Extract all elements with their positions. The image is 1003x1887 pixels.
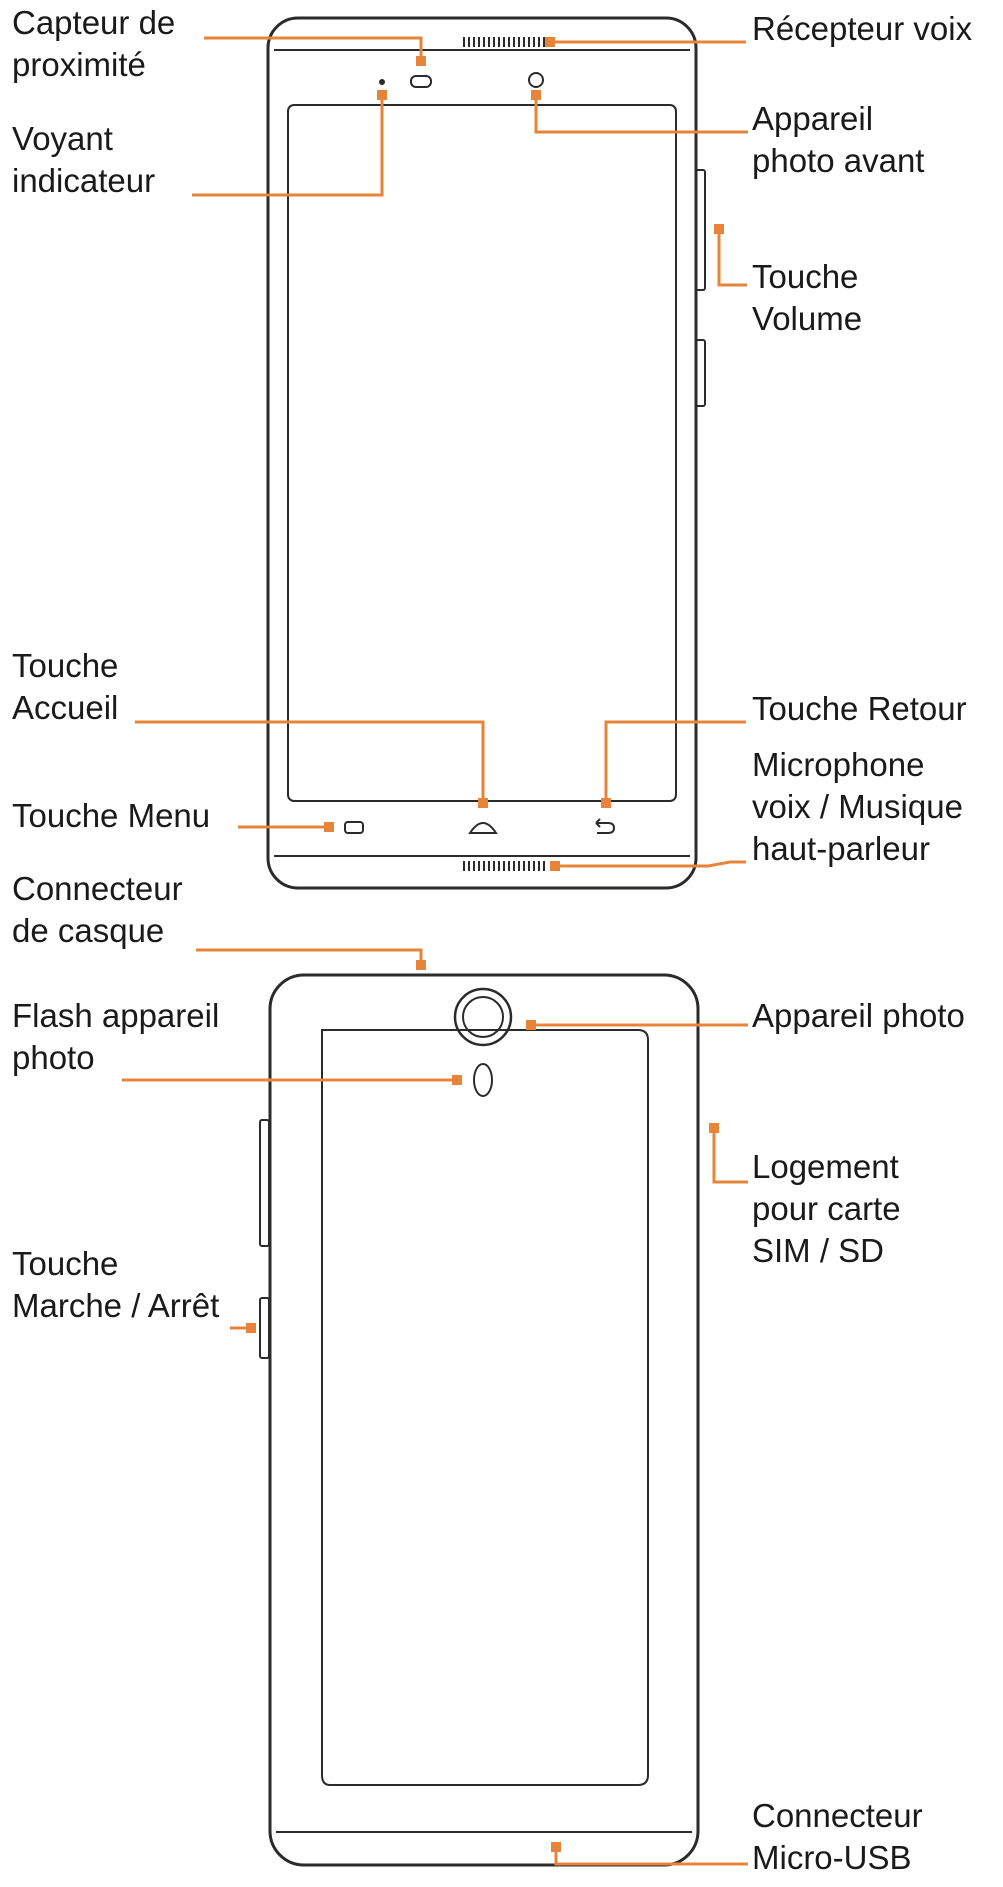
label-voice-receiver: Récepteur voix bbox=[752, 8, 972, 50]
marker-power-key bbox=[246, 1323, 256, 1333]
back-volume-rocker-shape bbox=[259, 1119, 270, 1247]
front-phone-body bbox=[266, 16, 698, 890]
voice-receiver-grille bbox=[463, 37, 545, 47]
label-rear-camera: Appareil photo bbox=[752, 995, 965, 1037]
label-front-camera-line-1: Appareil bbox=[752, 100, 874, 137]
front-screen bbox=[287, 104, 677, 802]
label-sim-sd-slot-line-2: pour carte bbox=[752, 1190, 901, 1227]
leader-microphone-speaker bbox=[556, 860, 746, 868]
label-menu-key: Touche Menu bbox=[12, 795, 210, 837]
label-indicator-light-line-2: indicateur bbox=[12, 162, 156, 199]
label-headset-jack-line-2: de casque bbox=[12, 912, 165, 949]
leader-sim-sd-slot bbox=[712, 1128, 748, 1184]
marker-volume-key bbox=[714, 224, 724, 234]
label-sim-sd-slot-line-1: Logement bbox=[752, 1148, 899, 1185]
front-side-button-shape bbox=[695, 339, 706, 407]
marker-rear-camera bbox=[526, 1020, 536, 1030]
label-indicator-light-line-1: Voyant bbox=[12, 120, 113, 157]
proximity-sensor-shape bbox=[410, 75, 432, 88]
marker-menu-key bbox=[324, 822, 334, 832]
indicator-light-shape bbox=[379, 79, 385, 85]
label-back-key: Touche Retour bbox=[752, 688, 967, 730]
label-microphone-speaker-line-3: haut-parleur bbox=[752, 830, 930, 867]
label-sim-sd-slot-line-3: SIM / SD bbox=[752, 1232, 885, 1269]
bottom-speaker-grille bbox=[463, 861, 545, 871]
marker-headset-jack bbox=[416, 960, 426, 970]
leader-indicator-light bbox=[192, 97, 384, 197]
label-indicator-light: Voyant indicateur bbox=[12, 118, 155, 202]
label-headset-jack: Connecteur de casque bbox=[12, 868, 183, 952]
marker-front-camera bbox=[531, 90, 541, 100]
back-view bbox=[259, 973, 700, 1867]
label-power-key-line-1: Touche bbox=[12, 1245, 119, 1282]
leader-headset-jack bbox=[196, 948, 423, 964]
label-back-key-line-1: Touche Retour bbox=[752, 690, 967, 727]
leader-markers bbox=[246, 37, 724, 1852]
label-headset-jack-line-1: Connecteur bbox=[12, 870, 183, 907]
back-key-icon bbox=[595, 818, 616, 834]
label-micro-usb-line-1: Connecteur bbox=[752, 1797, 923, 1834]
front-camera-shape bbox=[528, 72, 544, 88]
label-home-key-line-2: Accueil bbox=[12, 689, 119, 726]
label-camera-flash-line-2: photo bbox=[12, 1039, 95, 1076]
rear-camera-inner-shape bbox=[462, 996, 504, 1038]
back-phone-body bbox=[268, 973, 700, 1867]
label-front-camera-line-2: photo avant bbox=[752, 142, 925, 179]
leader-front-camera bbox=[534, 95, 748, 134]
label-camera-flash-line-1: Flash appareil bbox=[12, 997, 220, 1034]
label-micro-usb-line-2: Micro-USB bbox=[752, 1839, 912, 1876]
label-microphone-speaker: Microphone voix / Musique haut-parleur bbox=[752, 744, 963, 870]
label-volume-key-line-1: Touche bbox=[752, 258, 859, 295]
back-power-button-shape bbox=[259, 1297, 270, 1359]
marker-sim-sd-slot bbox=[709, 1123, 719, 1133]
leader-volume-key bbox=[717, 230, 747, 287]
label-volume-key-line-2: Volume bbox=[752, 300, 863, 337]
front-view bbox=[266, 16, 706, 890]
label-menu-key-line-1: Touche Menu bbox=[12, 797, 211, 834]
label-proximity-sensor-line-2: proximité bbox=[12, 46, 146, 83]
home-key-icon bbox=[468, 822, 498, 834]
label-front-camera: Appareil photo avant bbox=[752, 98, 924, 182]
marker-proximity-sensor bbox=[416, 56, 426, 66]
label-microphone-speaker-line-1: Microphone bbox=[752, 746, 925, 783]
back-panel bbox=[321, 1029, 649, 1786]
leader-home-key bbox=[135, 720, 485, 802]
label-camera-flash: Flash appareil photo bbox=[12, 995, 219, 1079]
label-rear-camera-line-1: Appareil photo bbox=[752, 997, 965, 1034]
leader-back-key bbox=[604, 720, 746, 802]
marker-micro-usb bbox=[551, 1842, 561, 1852]
label-microphone-speaker-line-2: voix / Musique bbox=[752, 788, 963, 825]
rear-camera-outer-shape bbox=[453, 987, 513, 1047]
leader-micro-usb bbox=[554, 1848, 748, 1866]
menu-key-icon bbox=[344, 821, 364, 834]
marker-back-key bbox=[601, 798, 611, 808]
leader-proximity-sensor bbox=[204, 36, 423, 60]
label-proximity-sensor-line-1: Capteur de bbox=[12, 4, 176, 41]
leader-lines bbox=[122, 36, 748, 1866]
marker-home-key bbox=[478, 798, 488, 808]
marker-voice-receiver bbox=[545, 37, 555, 47]
label-power-key-line-2: Marche / Arrêt bbox=[12, 1287, 220, 1324]
front-volume-rocker-shape bbox=[695, 169, 706, 291]
label-home-key-line-1: Touche bbox=[12, 647, 119, 684]
label-voice-receiver-line-1: Récepteur voix bbox=[752, 10, 973, 47]
marker-microphone-speaker bbox=[550, 861, 560, 871]
camera-flash-shape bbox=[473, 1063, 493, 1097]
marker-indicator-light bbox=[377, 90, 387, 100]
marker-camera-flash bbox=[452, 1075, 462, 1085]
label-proximity-sensor: Capteur de proximité bbox=[12, 2, 175, 86]
